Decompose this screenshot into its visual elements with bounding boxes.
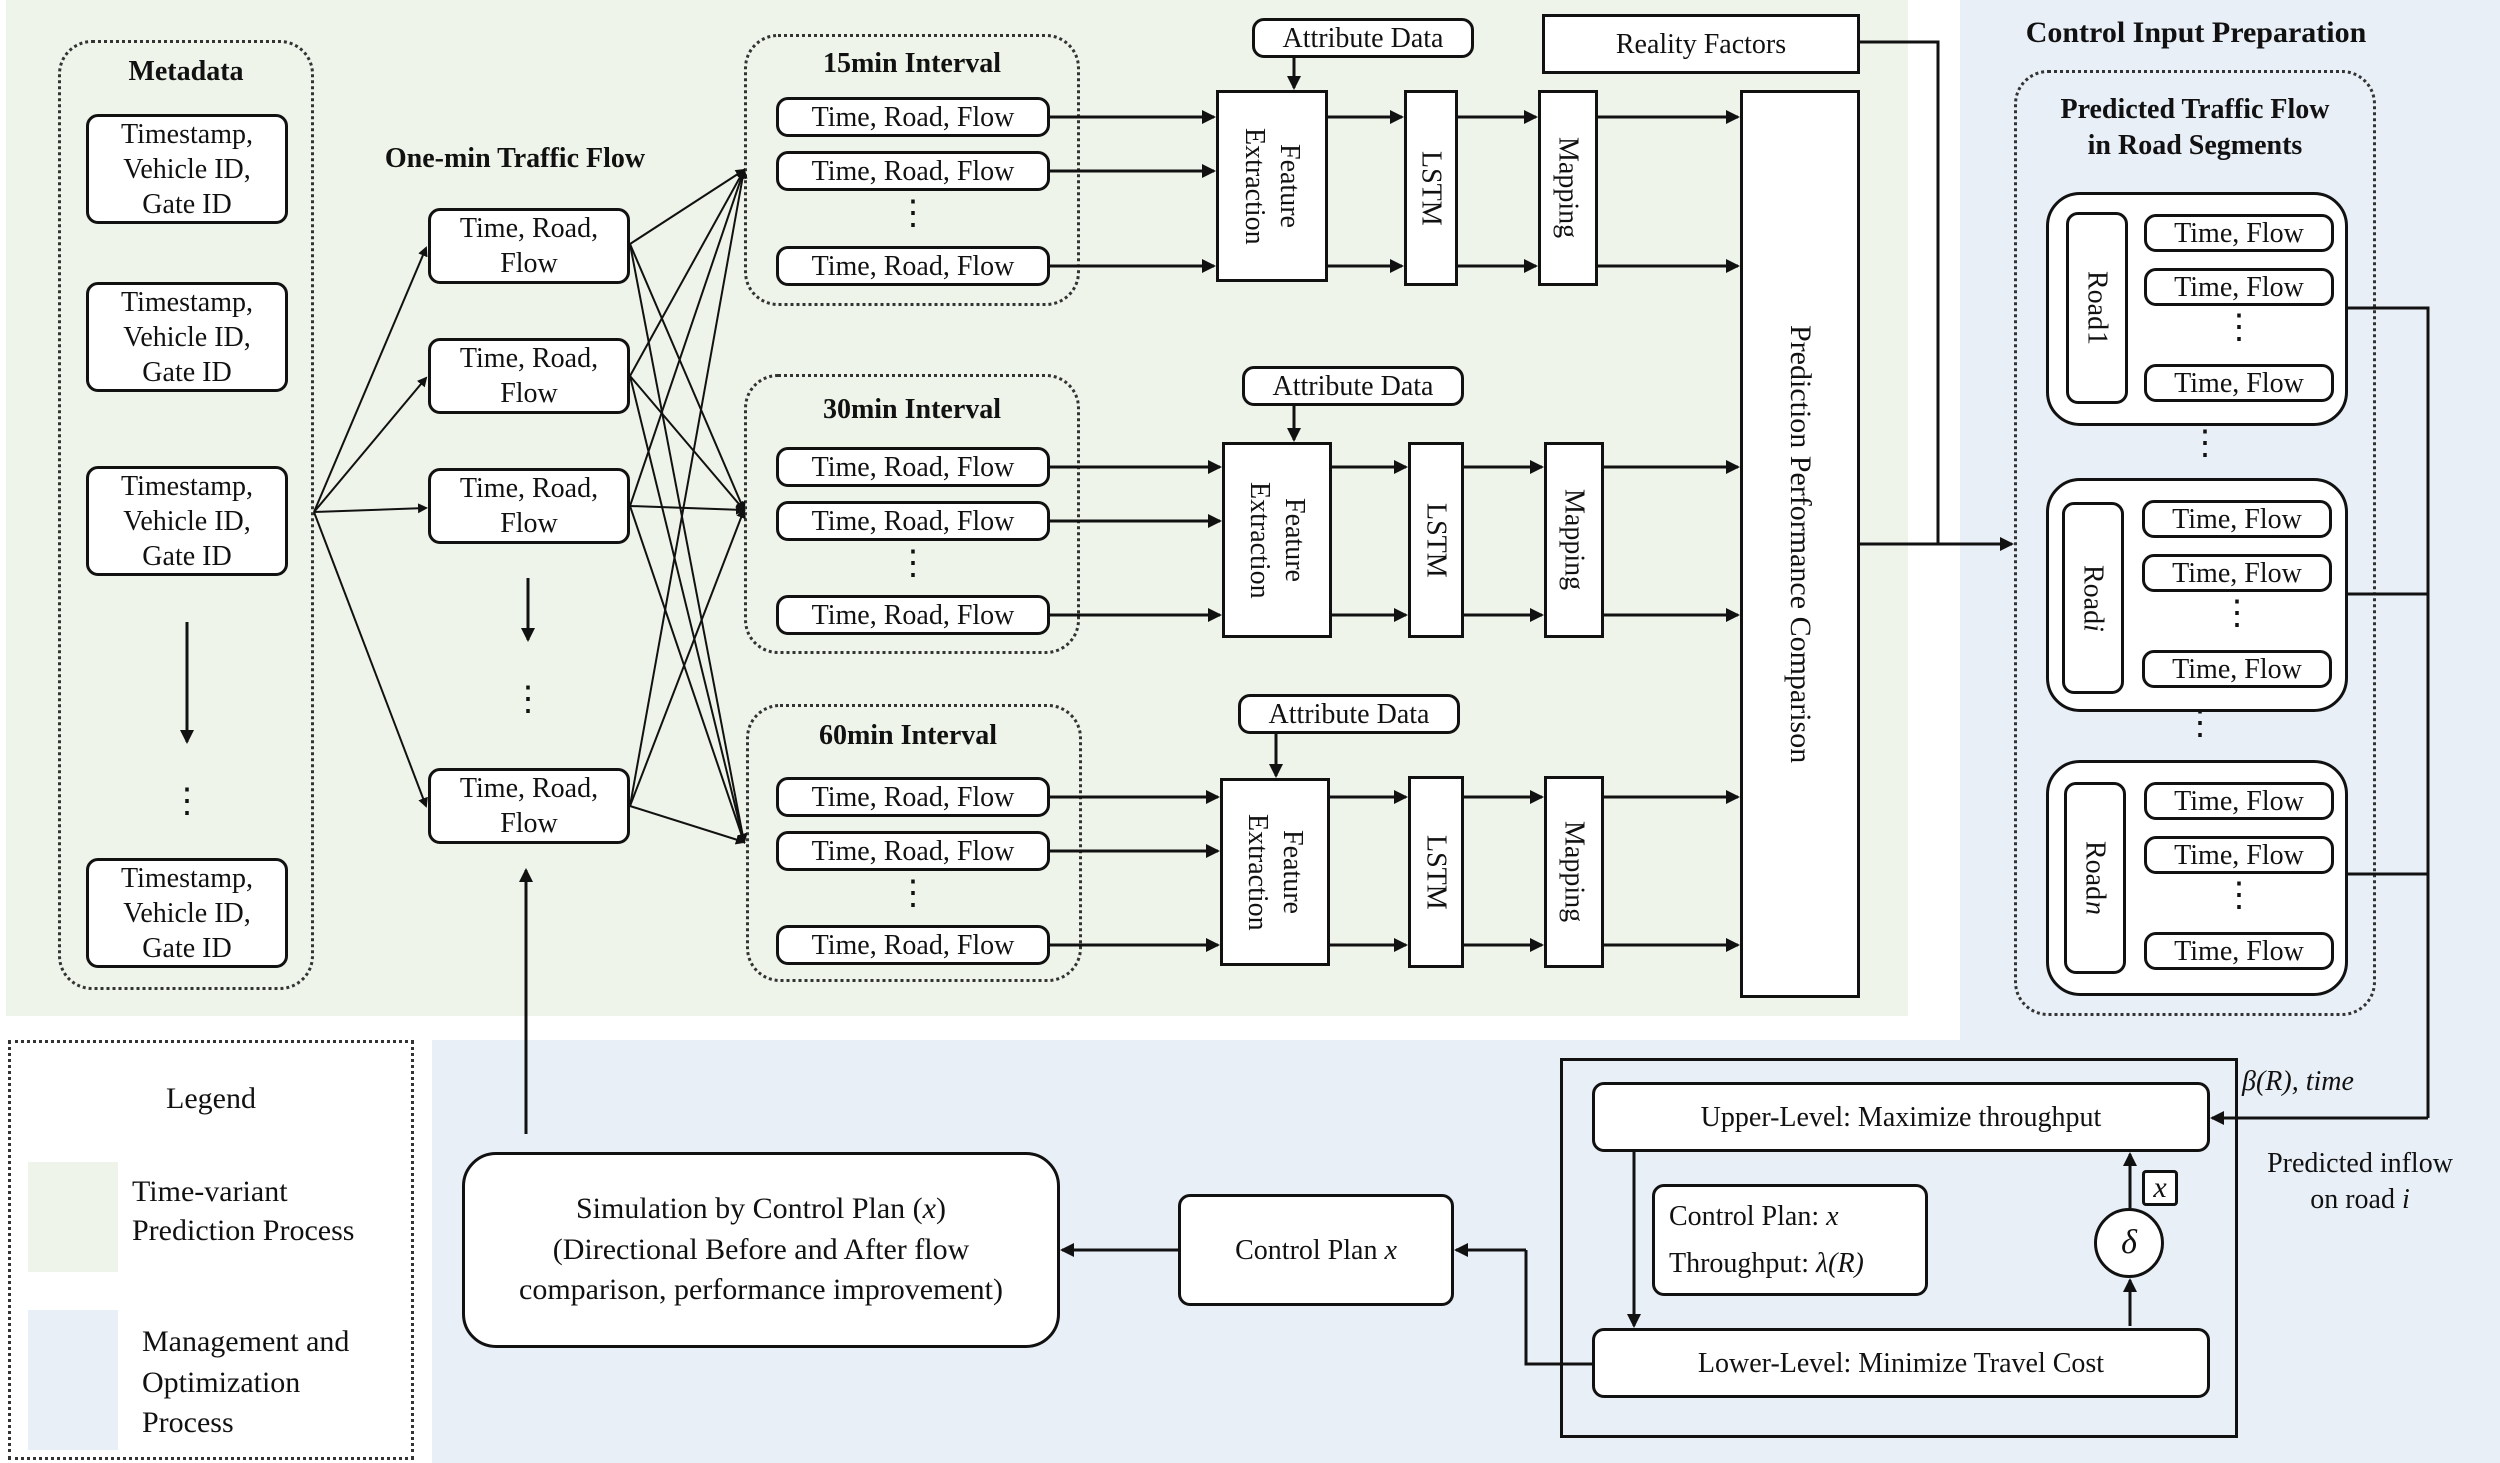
interval-30-title: 30min Interval	[822, 394, 1002, 425]
upper-level-box: Upper-Level: Maximize throughput	[1592, 1082, 2210, 1152]
road-n-row-3: Time, Flow	[2144, 932, 2334, 970]
interval-60-title: 60min Interval	[818, 720, 998, 751]
predicted-inflow-label: Predicted inflow on road i	[2267, 1148, 2453, 1216]
attribute-data-60: Attribute Data	[1238, 694, 1460, 734]
simulation-line-1: Simulation by Control Plan (x)	[576, 1192, 946, 1226]
one-min-title: One-min Traffic Flow	[384, 143, 646, 174]
one-min-record-3: Time, Road, Flow	[428, 468, 630, 544]
simulation-box: Simulation by Control Plan (x) (Directio…	[462, 1152, 1060, 1348]
mapping-15: Mapping	[1538, 90, 1598, 286]
road-1-row-3: Time, Flow	[2144, 364, 2334, 402]
legend-label-optimization: Management and Optimization Process	[142, 1325, 350, 1439]
interval-15-row-3: Time, Road, Flow	[776, 246, 1050, 286]
interval-30-row-1: Time, Road, Flow	[776, 447, 1050, 487]
x-badge: x	[2142, 1170, 2178, 1206]
metadata-panel	[58, 40, 314, 990]
metadata-record-3: Timestamp, Vehicle ID, Gate ID	[86, 466, 288, 576]
feature-extraction-30: Feature Extraction	[1222, 442, 1332, 638]
predicted-flow-subtitle: Predicted Traffic Flow in Road Segments	[2060, 94, 2330, 162]
interval-30-row-2: Time, Road, Flow	[776, 501, 1050, 541]
one-min-record-4: Time, Road, Flow	[428, 768, 630, 844]
interval-60-row-3: Time, Road, Flow	[776, 925, 1050, 965]
lstm-60: LSTM	[1408, 776, 1464, 968]
interval-15-title: 15min Interval	[822, 48, 1002, 79]
road-1-row-1: Time, Flow	[2144, 214, 2334, 252]
feature-extraction-15: Feature Extraction	[1216, 90, 1328, 282]
reality-factors-box: Reality Factors	[1542, 14, 1860, 74]
interval-15-row-1: Time, Road, Flow	[776, 97, 1050, 137]
road-i-row-2: Time, Flow	[2142, 554, 2332, 592]
beta-time-label: β(R), time	[2242, 1066, 2354, 1097]
road-i-row-1: Time, Flow	[2142, 500, 2332, 538]
metadata-record-1: Timestamp, Vehicle ID, Gate ID	[86, 114, 288, 224]
legend-title: Legend	[166, 1082, 256, 1115]
metadata-record-2: Timestamp, Vehicle ID, Gate ID	[86, 282, 288, 392]
simulation-line-2: (Directional Before and After flow compa…	[519, 1232, 1003, 1307]
one-min-record-2: Time, Road, Flow	[428, 338, 630, 414]
control-plan-throughput-box: Control Plan: x Throughput: λ(R)	[1652, 1184, 1928, 1296]
metadata-title: Metadata	[128, 56, 244, 87]
delta-node: δ	[2094, 1208, 2164, 1278]
interval-60-row-2: Time, Road, Flow	[776, 831, 1050, 871]
road-i-label: Road i	[2062, 502, 2124, 694]
road-i-row-3: Time, Flow	[2142, 650, 2332, 688]
road-1-row-2: Time, Flow	[2144, 268, 2334, 306]
mapping-30: Mapping	[1544, 442, 1604, 638]
mapping-60: Mapping	[1544, 776, 1604, 968]
road-n-row-1: Time, Flow	[2144, 782, 2334, 820]
interval-15-row-2: Time, Road, Flow	[776, 151, 1050, 191]
lower-level-box: Lower-Level: Minimize Travel Cost	[1592, 1328, 2210, 1398]
interval-60-panel	[746, 704, 1082, 982]
road-n-row-2: Time, Flow	[2144, 836, 2334, 874]
legend-swatch-prediction	[28, 1162, 118, 1272]
throughput-line: Throughput: λ(R)	[1669, 1248, 1864, 1279]
attribute-data-15: Attribute Data	[1252, 18, 1474, 58]
road-n-label: Road n	[2064, 782, 2126, 974]
feature-extraction-60: Feature Extraction	[1220, 778, 1330, 966]
legend-label-prediction: Time-variant Prediction Process	[132, 1175, 355, 1247]
bilevel-optimization-frame	[1560, 1058, 2238, 1438]
lstm-15: LSTM	[1404, 90, 1458, 286]
metadata-record-4: Timestamp, Vehicle ID, Gate ID	[86, 858, 288, 968]
interval-60-row-1: Time, Road, Flow	[776, 777, 1050, 817]
control-plan-box: Control Plan x	[1178, 1194, 1454, 1306]
control-plan-line: Control Plan: x	[1669, 1201, 1839, 1232]
predicted-flow-panel	[2014, 70, 2376, 1016]
interval-30-row-3: Time, Road, Flow	[776, 595, 1050, 635]
control-input-title: Control Input Preparation	[2025, 16, 2367, 49]
prediction-performance-comparison: Prediction Performance Comparison	[1740, 90, 1860, 998]
one-min-record-1: Time, Road, Flow	[428, 208, 630, 284]
lstm-30: LSTM	[1408, 442, 1464, 638]
road-1-label: Road 1	[2066, 212, 2128, 404]
legend-swatch-optimization	[28, 1310, 118, 1450]
attribute-data-30: Attribute Data	[1242, 366, 1464, 406]
